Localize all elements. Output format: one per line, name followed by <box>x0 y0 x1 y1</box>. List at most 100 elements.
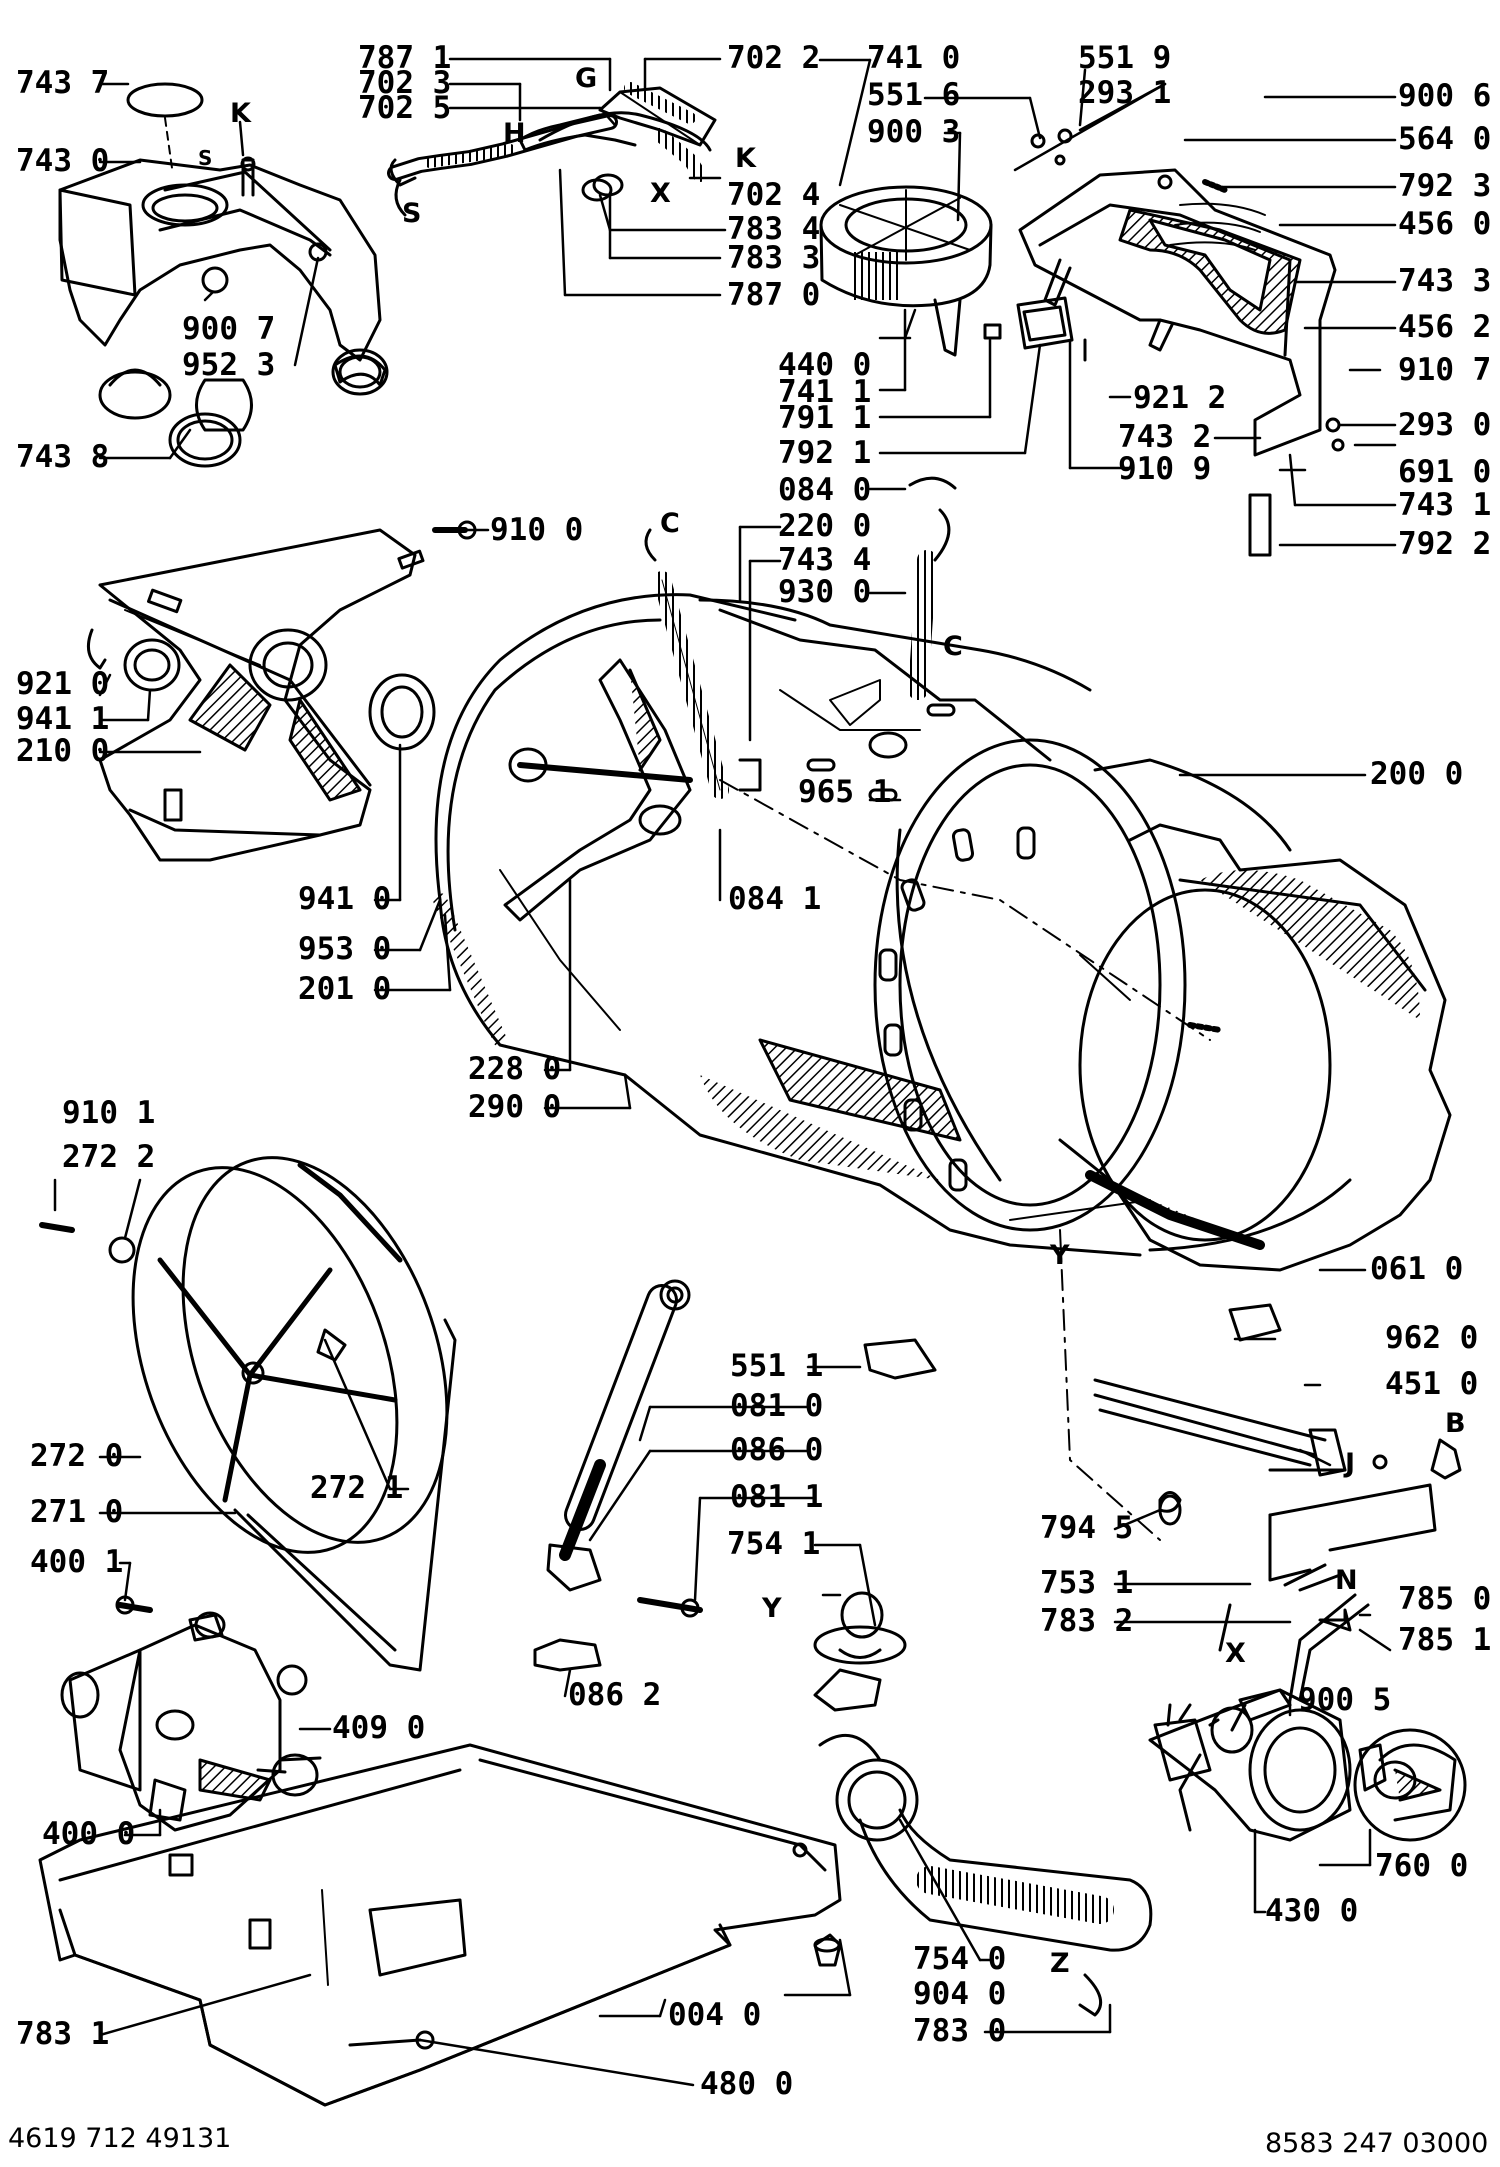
footer-right-code: 8583 247 03000 <box>1265 2128 1489 2159</box>
part-label: 921 0 <box>16 666 110 702</box>
callout-letter: Y <box>1050 1240 1070 1271</box>
callout-letter: C <box>943 631 963 662</box>
part-label: 953 0 <box>298 931 392 967</box>
part-label: 480 0 <box>700 2066 794 2102</box>
part-label: 941 1 <box>16 701 110 737</box>
drain-hose-part <box>813 1591 1232 2017</box>
callout-letter: K <box>230 98 251 129</box>
drain-pump-part <box>1148 1483 1467 1842</box>
callout-letter: K <box>735 143 756 174</box>
outer-tub-part <box>623 608 1452 1541</box>
part-label: 086 0 <box>730 1432 824 1468</box>
springs-part <box>644 476 957 799</box>
part-label: 753 1 <box>1040 1565 1134 1601</box>
part-label: 400 1 <box>30 1544 124 1580</box>
part-label: 754 1 <box>727 1526 821 1562</box>
part-label: 910 1 <box>62 1095 156 1131</box>
part-label: 702 3 <box>358 65 452 101</box>
part-label: 081 1 <box>730 1479 824 1515</box>
part-label: 900 5 <box>1298 1682 1392 1718</box>
part-label: 952 3 <box>182 347 276 383</box>
part-label: 220 0 <box>778 508 872 544</box>
callout-letter: B <box>1445 1408 1466 1439</box>
part-label: 910 7 <box>1398 352 1492 388</box>
part-label: 084 1 <box>728 881 822 917</box>
hose-assembly-part <box>387 82 717 217</box>
callout-letter: Z <box>1050 1948 1070 1979</box>
part-label: 290 0 <box>468 1089 562 1125</box>
part-label: 702 2 <box>727 40 821 76</box>
part-label: 086 2 <box>568 1677 662 1713</box>
part-label: 741 0 <box>867 40 961 76</box>
part-label: 794 5 <box>1040 1510 1134 1546</box>
top-right-housing-part <box>1018 168 1345 557</box>
part-label: 400 0 <box>42 1816 136 1852</box>
callout-letter: S <box>198 146 213 170</box>
part-label: 440 0 <box>778 347 872 383</box>
part-label: 754 0 <box>913 1941 1007 1977</box>
part-label: 702 5 <box>358 90 452 126</box>
base-plate-part <box>38 1743 842 2107</box>
callout-letter: H <box>503 118 526 149</box>
pulley-belt-part <box>39 1156 457 1672</box>
part-label: 900 3 <box>867 114 961 150</box>
part-label: 084 0 <box>778 472 872 508</box>
part-label: 456 2 <box>1398 309 1492 345</box>
callout-letter: N <box>1335 1565 1358 1596</box>
part-label: 783 2 <box>1040 1603 1134 1639</box>
callout-letter: G <box>575 63 598 94</box>
callout-letter: C <box>660 508 680 539</box>
part-label: 430 0 <box>1265 1893 1359 1929</box>
part-label: 941 0 <box>298 881 392 917</box>
part-label: 962 0 <box>1385 1320 1479 1356</box>
part-label: 004 0 <box>668 1997 762 2033</box>
part-label: 293 0 <box>1398 407 1492 443</box>
part-label: 787 1 <box>358 40 452 76</box>
part-label: 965 1 <box>798 774 892 810</box>
part-label: 904 0 <box>913 1976 1007 2012</box>
heater-part <box>1093 1303 1462 1480</box>
part-label: 201 0 <box>298 971 392 1007</box>
part-label: 272 2 <box>62 1139 156 1175</box>
part-label: 760 0 <box>1375 1848 1469 1884</box>
dispenser-unit-part <box>819 128 1087 362</box>
part-label: 792 2 <box>1398 526 1492 562</box>
part-label: 272 1 <box>310 1470 404 1506</box>
part-label: 293 1 <box>1078 75 1172 111</box>
leader-lines <box>53 57 1397 2087</box>
part-label: 783 4 <box>727 211 821 247</box>
part-label: 743 1 <box>1398 487 1492 523</box>
detergent-housing-part <box>58 82 389 468</box>
part-label: 791 1 <box>778 400 872 436</box>
part-label: 564 0 <box>1398 121 1492 157</box>
part-label: 743 3 <box>1398 263 1492 299</box>
part-label: 451 0 <box>1385 1366 1479 1402</box>
part-label: 741 1 <box>778 374 872 410</box>
part-label: 743 8 <box>16 439 110 475</box>
part-label: 551 6 <box>867 77 961 113</box>
part-label: 228 0 <box>468 1051 562 1087</box>
part-label: 900 7 <box>182 311 276 347</box>
footer-left-code: 4619 712 49131 <box>8 2123 232 2154</box>
part-label: 743 7 <box>16 65 110 101</box>
part-label: 271 0 <box>30 1494 124 1530</box>
shock-absorber-part <box>533 1279 937 1672</box>
drum-back-part <box>433 593 1092 1077</box>
part-label: 783 3 <box>727 240 821 276</box>
callout-letter: J <box>1345 1448 1356 1479</box>
part-label: 551 1 <box>730 1348 824 1384</box>
part-label: 792 3 <box>1398 168 1492 204</box>
part-label: 785 1 <box>1398 1622 1492 1658</box>
part-label: 930 0 <box>778 574 872 610</box>
part-label: 910 9 <box>1118 451 1212 487</box>
callout-letter: S <box>402 198 422 229</box>
part-label: 910 0 <box>490 512 584 548</box>
part-label: 783 0 <box>913 2013 1007 2049</box>
part-label: 456 0 <box>1398 206 1492 242</box>
part-label: 061 0 <box>1370 1251 1464 1287</box>
part-label: 081 0 <box>730 1388 824 1424</box>
part-label: 409 0 <box>332 1710 426 1746</box>
part-label: 783 1 <box>16 2016 110 2052</box>
